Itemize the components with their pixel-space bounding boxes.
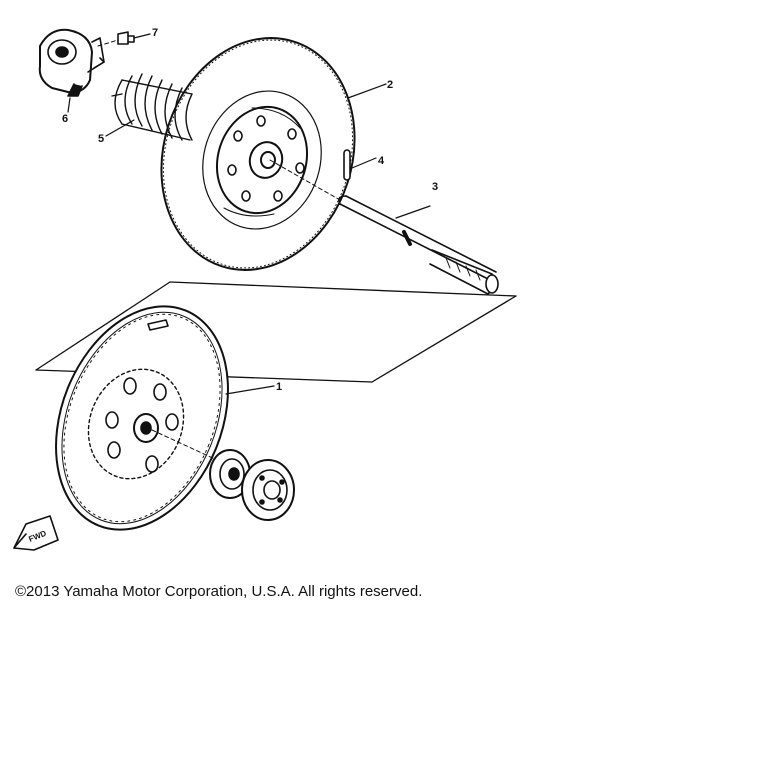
copyright-notice: ©2013 Yamaha Motor Corporation, U.S.A. A… <box>15 583 423 600</box>
callout-2: 2 <box>387 79 393 91</box>
fixed-sheave <box>160 37 356 271</box>
callout-5: 5 <box>98 133 104 145</box>
callout-3: 3 <box>432 181 438 193</box>
callout-7: 7 <box>152 27 158 39</box>
callout-6: 6 <box>62 113 68 125</box>
sliding-sheave <box>55 305 231 531</box>
bolt <box>97 31 151 47</box>
part-callouts: 2 7 4 3 5 6 1 <box>62 27 438 393</box>
bearing-outer <box>241 459 295 521</box>
front-arrow-icon: FWD <box>13 515 59 551</box>
callout-1: 1 <box>276 381 282 393</box>
bracket <box>38 28 105 97</box>
spring <box>111 73 193 141</box>
leader-lines <box>67 83 387 395</box>
shaft <box>269 159 499 295</box>
pin <box>343 149 377 181</box>
callout-4: 4 <box>378 155 385 167</box>
exploded-parts-diagram: 2 7 4 3 5 6 1 FWD <box>13 27 517 551</box>
